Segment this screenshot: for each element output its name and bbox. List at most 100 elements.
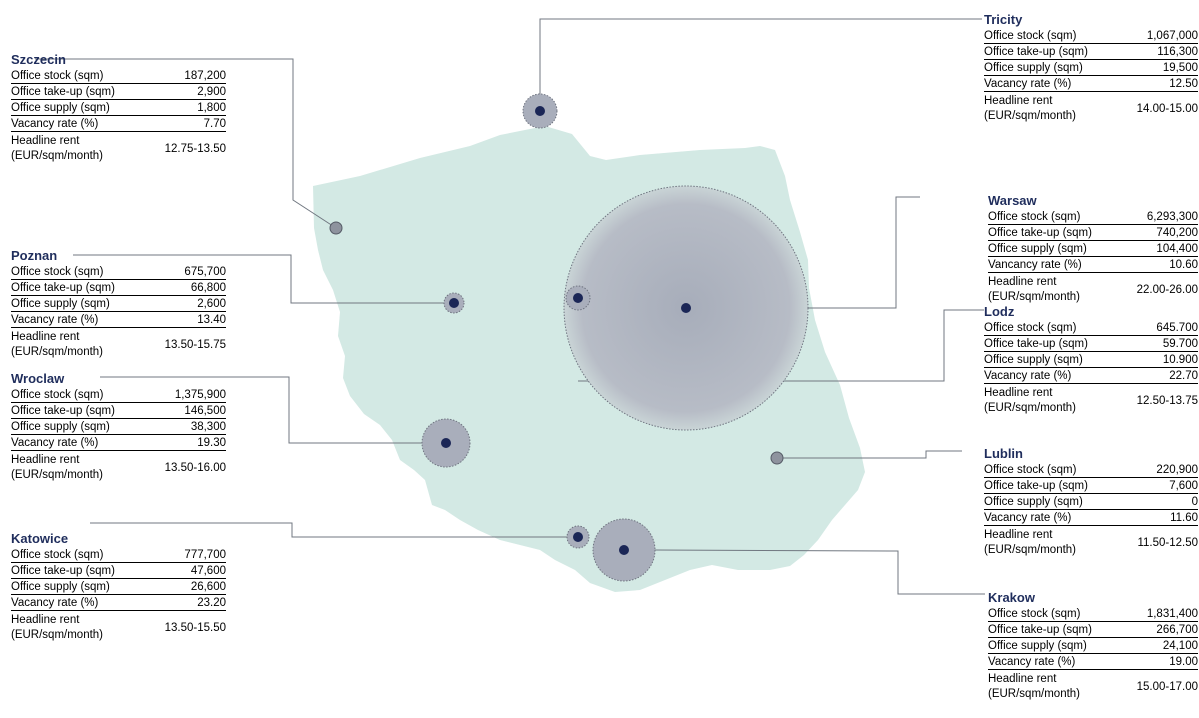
metric-label: Vacancy rate (%) bbox=[11, 313, 99, 326]
metric-label: Office take-up (sqm) bbox=[984, 45, 1088, 58]
krakow-city-marker[interactable] bbox=[592, 518, 656, 582]
metric-value: 0 bbox=[1191, 495, 1198, 508]
tricity-city-name: Tricity bbox=[984, 12, 1023, 27]
katowice-connector-line bbox=[90, 522, 567, 538]
metric-value: 13.40 bbox=[197, 313, 226, 326]
poznan-city-name: Poznan bbox=[11, 248, 58, 263]
poznan-metric-row: Vacancy rate (%) 13.40 bbox=[11, 312, 226, 328]
lublin-connector-line bbox=[777, 450, 962, 459]
metric-value: 19.30 bbox=[197, 436, 226, 449]
metric-label: Office supply (sqm) bbox=[988, 242, 1087, 255]
metric-value: 23.20 bbox=[197, 596, 226, 609]
katowice-metric-row: Office supply (sqm)26,600 bbox=[11, 579, 226, 595]
krakow-metric-row: Office stock (sqm)1,831,400 bbox=[988, 606, 1198, 622]
metric-label: Office take-up (sqm) bbox=[11, 564, 115, 577]
metric-label: Office supply (sqm) bbox=[11, 420, 110, 433]
metric-label: Office stock (sqm) bbox=[11, 548, 104, 561]
metric-label: Vacancy rate (%) bbox=[984, 511, 1072, 524]
metric-value: 10.60 bbox=[1169, 258, 1198, 271]
metric-label: Office stock (sqm) bbox=[988, 607, 1081, 620]
szczecin-point bbox=[329, 221, 343, 235]
lublin-city-marker[interactable] bbox=[770, 451, 784, 465]
metric-value: 1,375,900 bbox=[174, 388, 226, 401]
metric-label: Vacancy rate (%) bbox=[984, 77, 1072, 90]
headline-rent-value: 14.00-15.00 bbox=[1136, 102, 1198, 115]
warsaw-connector-line bbox=[808, 196, 920, 309]
metric-value: 1,800 bbox=[197, 101, 226, 114]
metric-value: 187,200 bbox=[184, 69, 226, 82]
krakow-headline-rent-row: Headline rent (EUR/sqm/month)15.00-17.00 bbox=[988, 670, 1198, 704]
headline-rent-label: Headline rent (EUR/sqm/month) bbox=[11, 614, 104, 641]
szczecin-metric-row: Vacancy rate (%)7.70 bbox=[11, 116, 226, 132]
metric-label: Office take-up (sqm) bbox=[11, 281, 115, 294]
warsaw-city-marker[interactable] bbox=[563, 185, 809, 431]
metric-value: 38,300 bbox=[190, 420, 226, 433]
headline-rent-value: 12.75-13.50 bbox=[164, 142, 226, 155]
metric-label: Vacancy rate (%) bbox=[988, 655, 1076, 668]
poznan-metric-row: Office supply (sqm) 2,600 bbox=[11, 296, 226, 312]
headline-rent-label: Headline rent (EUR/sqm/month) bbox=[11, 331, 104, 358]
katowice-metric-row: Vacancy rate (%) 23.20 bbox=[11, 595, 226, 611]
szczecin-metric-row: Office take-up (sqm) 2,900 bbox=[11, 84, 226, 100]
metric-label: Office take-up (sqm) bbox=[988, 623, 1092, 636]
lublin-metric-row: Office take-up (sqm)7,600 bbox=[984, 478, 1198, 494]
katowice-headline-rent-row: Headline rent (EUR/sqm/month) 13.50-15.50 bbox=[11, 611, 226, 645]
katowice-city-marker[interactable] bbox=[566, 525, 590, 549]
poznan-city-marker[interactable] bbox=[443, 292, 465, 314]
tricity-city-marker[interactable] bbox=[522, 93, 558, 129]
metric-value: 47,600 bbox=[190, 564, 226, 577]
wroclaw-city-name: Wroclaw bbox=[11, 371, 65, 386]
szczecin-city-name: Szczecin bbox=[11, 52, 66, 67]
lodz-headline-rent-row: Headline rent (EUR/sqm/month)12.50-13.75 bbox=[984, 384, 1198, 418]
metric-value: 22.70 bbox=[1169, 369, 1198, 382]
warsaw-headline-rent-row: Headline rent (EUR/sqm/month)22.00-26.00 bbox=[988, 273, 1198, 307]
szczecin-city-marker[interactable] bbox=[329, 221, 343, 235]
metric-label: Office supply (sqm) bbox=[988, 639, 1087, 652]
tricity-metric-row: Office supply (sqm)19,500 bbox=[984, 60, 1198, 76]
metric-label: Office supply (sqm) bbox=[11, 297, 110, 310]
tricity-connector-line bbox=[539, 18, 982, 94]
metric-value: 146,500 bbox=[184, 404, 226, 417]
metric-label: Office stock (sqm) bbox=[988, 210, 1081, 223]
warsaw-city-name: Warsaw bbox=[988, 193, 1037, 208]
headline-rent-value: 13.50-15.50 bbox=[164, 621, 226, 634]
metric-label: Vacancy rate (%) bbox=[11, 596, 99, 609]
metric-label: Vancancy rate (%) bbox=[988, 258, 1082, 271]
metric-label: Office supply (sqm) bbox=[984, 353, 1083, 366]
metric-label: Office supply (sqm) bbox=[984, 495, 1083, 508]
lodz-metric-row: Office supply (sqm)10.900 bbox=[984, 352, 1198, 368]
lodz-city-marker[interactable] bbox=[565, 285, 591, 311]
metric-label: Office take-up (sqm) bbox=[984, 479, 1088, 492]
headline-rent-label: Headline rent (EUR/sqm/month) bbox=[988, 673, 1081, 700]
wroclaw-headline-rent-row: Headline rent (EUR/sqm/month)13.50-16.00 bbox=[11, 451, 226, 485]
metric-value: 1,067,000 bbox=[1146, 29, 1198, 42]
metric-label: Office stock (sqm) bbox=[11, 388, 104, 401]
metric-value: 59.700 bbox=[1162, 337, 1198, 350]
krakow-metric-row: Office supply (sqm)24,100 bbox=[988, 638, 1198, 654]
lublin-metric-row: Office stock (sqm)220,900 bbox=[984, 462, 1198, 478]
metric-label: Office stock (sqm) bbox=[11, 265, 104, 278]
lodz-center-dot bbox=[573, 293, 583, 303]
wroclaw-city-marker[interactable] bbox=[421, 418, 471, 468]
lodz-metric-row: Vacancy rate (%)22.70 bbox=[984, 368, 1198, 384]
metric-label: Office take-up (sqm) bbox=[11, 85, 115, 98]
metric-value: 2,600 bbox=[197, 297, 226, 310]
metric-label: Office stock (sqm) bbox=[984, 463, 1077, 476]
metric-value: 2,900 bbox=[197, 85, 226, 98]
headline-rent-label: Headline rent (EUR/sqm/month) bbox=[984, 529, 1077, 556]
metric-value: 7.70 bbox=[203, 117, 226, 130]
lublin-metric-row: Office supply (sqm) 0 bbox=[984, 494, 1198, 510]
szczecin-connector-line bbox=[35, 58, 337, 229]
headline-rent-value: 13.50-16.00 bbox=[164, 461, 226, 474]
katowice-metric-row: Office stock (sqm)777,700 bbox=[11, 547, 226, 563]
headline-rent-value: 13.50-15.75 bbox=[164, 338, 226, 351]
metric-label: Office stock (sqm) bbox=[984, 321, 1077, 334]
lublin-city-name: Lublin bbox=[984, 446, 1023, 461]
szczecin-metric-row: Office stock (sqm)187,200 bbox=[11, 68, 226, 84]
